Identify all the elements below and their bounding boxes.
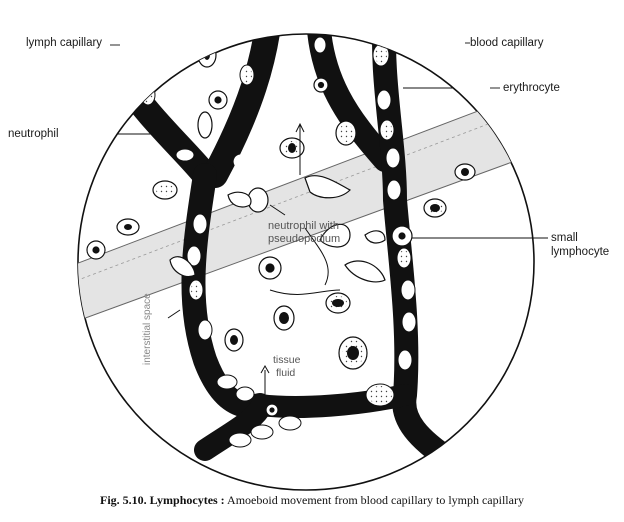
figure-caption: Fig. 5.10. Lymphocytes : Amoeboid moveme… xyxy=(0,493,624,508)
label-tissue: tissue xyxy=(273,354,301,366)
vessel-crescents xyxy=(233,69,289,169)
label-blood-capillary: blood capillary xyxy=(470,37,544,49)
label-erythrocyte: erythrocyte xyxy=(503,82,560,94)
label-interstitial-space: interstitial space xyxy=(142,293,153,365)
label-small: small xyxy=(551,232,578,244)
label-neutrophil: neutrophil xyxy=(8,128,59,140)
label-fluid: fluid xyxy=(276,367,296,379)
label-neutrophil-with: neutrophil with xyxy=(268,220,339,232)
caption-text: Amoeboid movement from blood capillary t… xyxy=(227,493,524,507)
small-lymphocytes xyxy=(86,77,413,417)
label-lymphocyte: lymphocyte xyxy=(551,246,610,258)
caption-title: Fig. 5.10. Lymphocytes : xyxy=(100,493,225,507)
label-pseudopodium: pseudopodium xyxy=(268,233,341,245)
flow-arrows xyxy=(167,34,341,400)
label-lymph-capillary: lymph capillary xyxy=(26,37,103,49)
